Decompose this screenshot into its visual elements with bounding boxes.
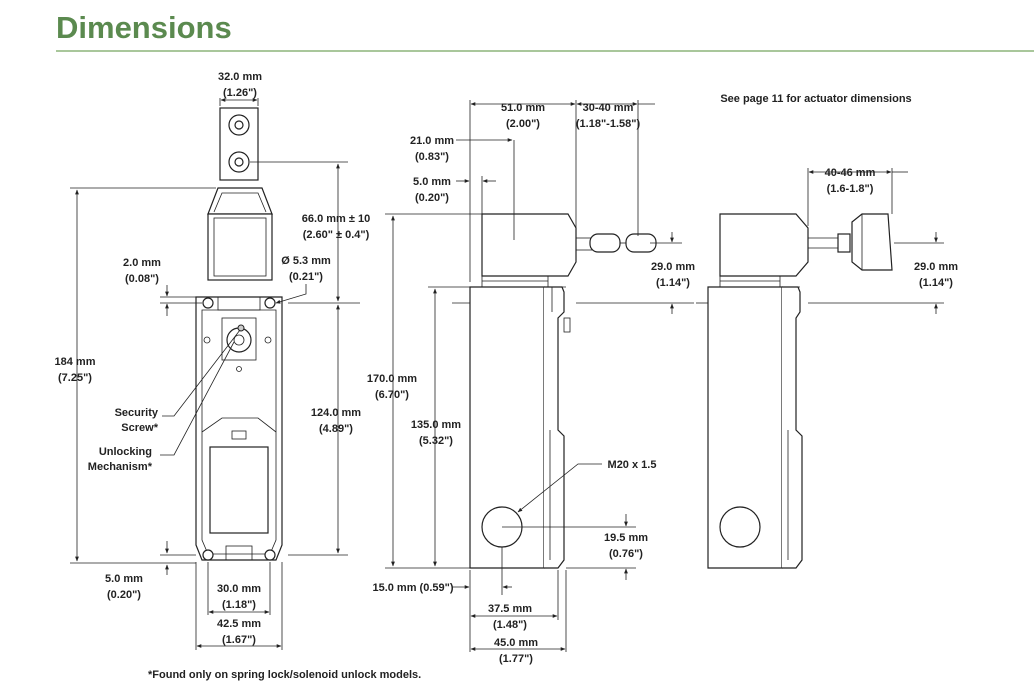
dial-center <box>233 334 245 346</box>
dim-66-mm: 66.0 mm ± 10 <box>302 213 370 225</box>
dim-51-in: (2.00") <box>506 118 540 130</box>
right-bracket <box>782 286 803 569</box>
dim-5-mm: 5.0 mm <box>105 573 143 585</box>
dim-124-mm: 124.0 mm <box>311 407 361 419</box>
right-head <box>719 213 809 277</box>
dim-hole-mm: Ø 5.3 mm <box>281 255 331 267</box>
label-security-screw-2: Screw* <box>121 422 158 434</box>
body-bottom-slot <box>225 545 253 561</box>
footnote: *Found only on spring lock/solenoid unlo… <box>148 669 421 681</box>
dim-5-in: (0.20") <box>107 589 141 601</box>
right-view: See page 11 for actuator dimensions 40-4… <box>696 93 958 569</box>
dim-375-mm: 37.5 mm <box>488 603 532 615</box>
dim-170-in: (6.70") <box>375 389 409 401</box>
dim-21-mm: 21.0 mm <box>410 135 454 147</box>
title-rule <box>56 50 1034 52</box>
dim-375-in: (1.48") <box>493 619 527 631</box>
dim-15: 15.0 mm (0.59") <box>372 582 453 594</box>
dim-45-in: (1.77") <box>499 653 533 665</box>
dim-124-in: (4.89") <box>319 423 353 435</box>
label-m20: M20 x 1.5 <box>608 459 657 471</box>
right-rod-collar <box>837 233 851 253</box>
right-cable-gland <box>719 506 761 548</box>
dim-32-mm: 32.0 mm <box>218 71 262 83</box>
security-screw-leader <box>162 329 241 417</box>
front-view: 32.0 mm (1.26") 184 mm (7.25") 66.0 mm ±… <box>55 71 370 650</box>
dim-hole-in: (0.21") <box>289 271 323 283</box>
dim-30-in: (1.18") <box>222 599 256 611</box>
actuator-neck-inner <box>213 217 267 277</box>
right-actuator-knob <box>851 213 893 271</box>
dim-195-mm: 19.5 mm <box>604 532 648 544</box>
lower-cover-edge <box>201 417 277 433</box>
dim-42-mm: 42.5 mm <box>217 618 261 630</box>
m20-leader <box>517 463 602 513</box>
dim-135-in: (5.32") <box>419 435 453 447</box>
dim-42-in: (1.67") <box>222 634 256 646</box>
dim-21-in: (0.83") <box>415 151 449 163</box>
actuator-head <box>207 187 273 215</box>
label-unlocking-1: Unlocking <box>99 446 152 458</box>
dim-hole-leader <box>275 284 307 304</box>
dim-45-mm: 45.0 mm <box>494 637 538 649</box>
side-nub <box>563 317 571 333</box>
indicator-right <box>264 336 272 344</box>
dim-30-mm: 30.0 mm <box>217 583 261 595</box>
dim-135-mm: 135.0 mm <box>411 419 461 431</box>
cable-entry-housing <box>209 446 269 534</box>
dim-195-in: (0.76") <box>609 548 643 560</box>
mount-hole-bl <box>202 549 214 561</box>
dim-2-in: (0.08") <box>125 273 159 285</box>
dim-32-in: (1.26") <box>223 87 257 99</box>
label-security-screw-1: Security <box>115 407 159 419</box>
unlocking-leader <box>160 341 235 456</box>
mount-hole-tl <box>202 297 214 309</box>
dim-side5-in: (0.20") <box>415 192 449 204</box>
dim-184-in: (7.25") <box>58 372 92 384</box>
side-view: 51.0 mm (2.00") 30-40 mm (1.18"-1.58") 2… <box>367 100 695 665</box>
dim-right29-mm: 29.0 mm <box>914 261 958 273</box>
dim-side5-mm: 5.0 mm <box>413 176 451 188</box>
indicator-center <box>236 366 242 372</box>
page-title: Dimensions <box>56 10 232 45</box>
dim-side29-in: (1.14") <box>656 277 690 289</box>
dim-right29-in: (1.14") <box>919 277 953 289</box>
dim-2-mm: 2.0 mm <box>123 257 161 269</box>
mount-hole-tr <box>264 297 276 309</box>
mount-hole-br <box>264 549 276 561</box>
actuator-head-inner <box>213 192 267 213</box>
security-screw <box>237 324 245 332</box>
body-top-slot <box>217 296 261 311</box>
side-head <box>481 213 577 277</box>
indicator-left <box>203 336 211 344</box>
dim-4046-mm: 40-46 mm <box>825 167 876 179</box>
actuator-note: See page 11 for actuator dimensions <box>720 93 911 105</box>
dim-170-mm: 170.0 mm <box>367 373 417 385</box>
actuator-hole-bottom-inner <box>234 157 244 167</box>
dim-3040-in: (1.18"-1.58") <box>576 118 641 130</box>
dim-side29-mm: 29.0 mm <box>651 261 695 273</box>
dim-66-in: (2.60" ± 0.4") <box>303 229 370 241</box>
dim-4046-in: (1.6-1.8") <box>827 183 874 195</box>
dim-51-mm: 51.0 mm <box>501 102 545 114</box>
side-bracket <box>544 286 565 569</box>
label-unlocking-2: Mechanism* <box>88 461 153 473</box>
mechanism-frame <box>221 317 257 361</box>
actuator-hole-top-inner <box>234 120 244 130</box>
actuator-neck <box>207 213 273 281</box>
dim-3040-mm: 30-40 mm <box>583 102 634 114</box>
chain-link-1 <box>589 233 621 253</box>
led-window <box>231 430 247 440</box>
dim-184-mm: 184 mm <box>55 356 96 368</box>
